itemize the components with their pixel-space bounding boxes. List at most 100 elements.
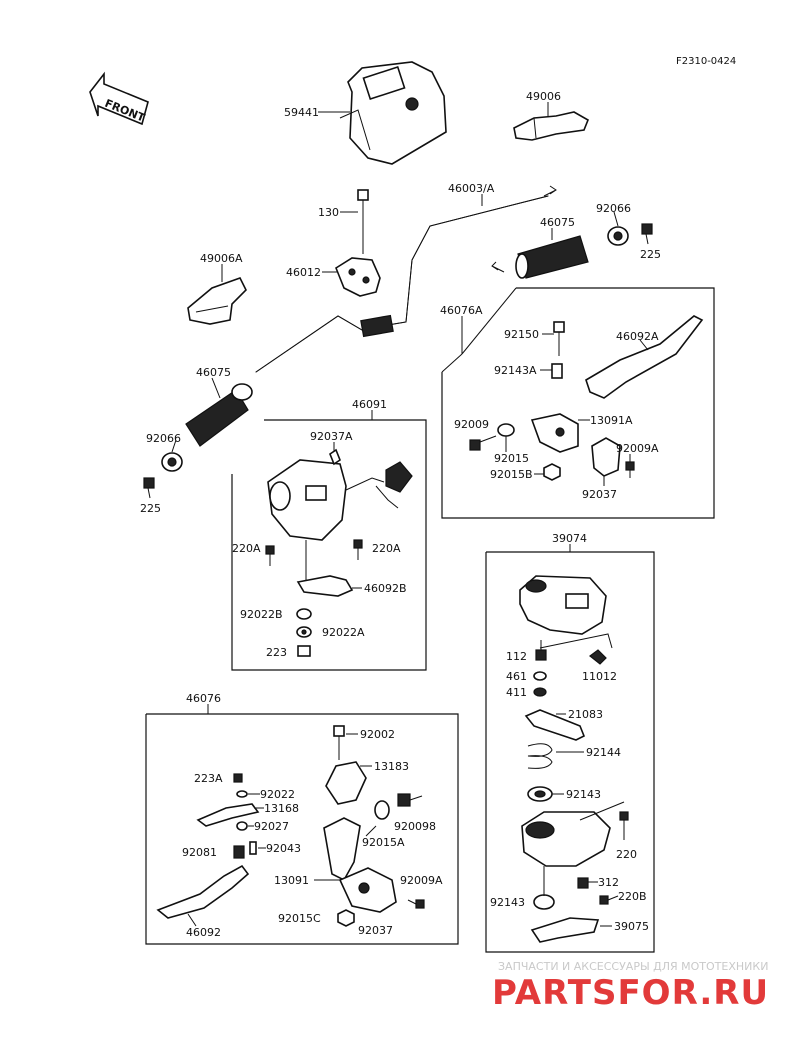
box-39074 (485, 551, 655, 953)
part-92066-weight-top (607, 226, 629, 246)
label-46076a: 46076A (440, 304, 483, 317)
box-46076 (145, 713, 459, 945)
part-59441-cover (339, 61, 447, 165)
part-312-screw (577, 877, 589, 889)
part-411-washer (533, 687, 547, 697)
label-461: 461 (506, 670, 527, 683)
part-92066-weight-left (161, 452, 183, 472)
part-switch-housing (267, 459, 413, 541)
label-13168: 13168 (264, 802, 299, 815)
part-21083-arm (524, 709, 586, 741)
part-92022-washer (236, 790, 248, 798)
label-223: 223 (266, 646, 287, 659)
part-92037a-clip (329, 448, 341, 466)
label-92009: 92009 (454, 418, 489, 431)
part-92009a-screw (625, 461, 635, 478)
part-49006-end (513, 111, 590, 141)
label-920098: 920098 (394, 820, 436, 833)
part-92022a-washer (296, 626, 312, 638)
watermark-line1: ЗАПЧАСТИ И АКСЕССУАРЫ ДЛЯ МОТОТЕХНИКИ (498, 960, 768, 973)
label-92037-upper: 92037 (582, 488, 617, 501)
part-92027-clip (236, 821, 248, 831)
part-225-screw-left (143, 477, 155, 499)
part-225-screw-top (641, 223, 653, 245)
label-130: 130 (318, 206, 339, 219)
part-92143a-collar (551, 363, 563, 379)
part-92037-clamp (591, 437, 621, 477)
part-46003a-handlebar (255, 195, 549, 373)
label-92015: 92015 (494, 452, 529, 465)
label-46075-left: 46075 (196, 366, 231, 379)
part-92009-screw (469, 435, 497, 451)
label-92143-lower: 92143 (490, 896, 525, 909)
label-46075-top: 46075 (540, 216, 575, 229)
part-13091a-bracket (530, 413, 579, 453)
label-46092: 46092 (186, 926, 221, 939)
part-220b-screw (599, 895, 619, 905)
label-59441: 59441 (284, 106, 319, 119)
label-220a-left: 220A (232, 542, 261, 555)
label-11012: 11012 (582, 670, 617, 683)
part-223-screw (297, 645, 311, 657)
part-92015b-nut (543, 463, 561, 481)
label-223a: 223A (194, 772, 223, 785)
label-49006a: 49006A (200, 252, 243, 265)
label-92066-left: 92066 (146, 432, 181, 445)
part-13091-bracket (323, 817, 397, 913)
part-223a-screw (233, 773, 243, 783)
label-220b: 220B (618, 890, 647, 903)
label-225-top: 225 (640, 248, 661, 261)
label-92002: 92002 (360, 728, 395, 741)
part-92081-spring (233, 845, 245, 859)
part-39074-throttle-case (519, 575, 607, 635)
label-13183: 13183 (374, 760, 409, 773)
label-46091: 46091 (352, 398, 387, 411)
part-46092-lever (156, 864, 250, 919)
watermark-logo: PARTSFOR.RU (492, 973, 769, 1013)
label-92081: 92081 (182, 846, 217, 859)
part-11012-clip (589, 649, 607, 665)
label-92027: 92027 (254, 820, 289, 833)
part-13183-cover (325, 761, 367, 805)
part-130-bolt (357, 189, 369, 254)
part-46092b-plate (296, 575, 354, 597)
part-46092a-lever (585, 315, 704, 399)
label-92022a: 92022A (322, 626, 365, 639)
part-49006a-end (187, 277, 247, 325)
diagram-code: F2310-0424 (676, 56, 736, 67)
label-92015a: 92015A (362, 836, 405, 849)
part-92009a-screw-lower (407, 899, 425, 909)
label-92037a: 92037A (310, 430, 353, 443)
label-46003a: 46003/A (448, 182, 495, 195)
part-92015-washer (497, 423, 515, 437)
part-46075-grip-left (185, 383, 253, 447)
label-49006: 49006 (526, 90, 561, 103)
part-92143-collar-lower (533, 866, 555, 910)
label-92015c: 92015C (278, 912, 321, 925)
label-92144: 92144 (586, 746, 621, 759)
part-92002-bolt (333, 725, 345, 760)
label-112: 112 (506, 650, 527, 663)
part-220a-screw-left (265, 545, 275, 566)
part-92143-collar-upper (527, 786, 553, 802)
label-92043: 92043 (266, 842, 301, 855)
label-92015b: 92015B (490, 468, 533, 481)
part-92043-pin (249, 841, 257, 855)
part-920098-switch (397, 793, 423, 807)
label-92066-top: 92066 (596, 202, 631, 215)
label-225-left: 225 (140, 502, 161, 515)
label-312: 312 (598, 876, 619, 889)
label-92009a: 92009A (616, 442, 659, 455)
part-461-nut (533, 671, 547, 681)
label-220a-right: 220A (372, 542, 401, 555)
part-92144-spring (527, 743, 553, 769)
part-92015c-nut (337, 909, 355, 927)
label-46092a: 46092A (616, 330, 659, 343)
label-46076: 46076 (186, 692, 221, 705)
part-112-bolt (535, 640, 547, 661)
label-92150: 92150 (504, 328, 539, 341)
label-39075: 39075 (614, 920, 649, 933)
part-92015a-washer (374, 800, 390, 820)
label-92022b: 92022B (240, 608, 283, 621)
